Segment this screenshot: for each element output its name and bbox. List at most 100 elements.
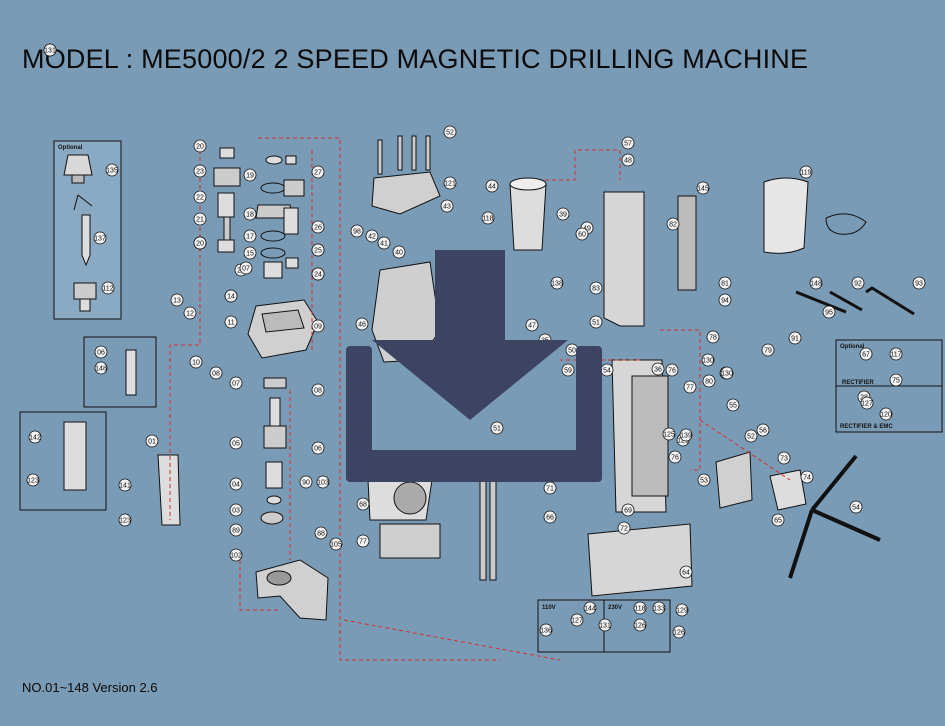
- callout-number: 73: [780, 455, 788, 462]
- callout-circle: [193, 190, 207, 204]
- callout-circle: [311, 220, 325, 234]
- callout-number: 123: [119, 517, 131, 524]
- download-icon[interactable]: [340, 240, 605, 485]
- callout-number: 60: [578, 231, 586, 238]
- callout-number: 26: [314, 224, 322, 231]
- callout-number: 95: [825, 309, 833, 316]
- drill-chuck-part: [63, 154, 93, 211]
- callout-number: 21: [196, 216, 204, 223]
- callout-circle: [105, 163, 119, 177]
- callout-number: 54: [852, 504, 860, 511]
- callout-number: 118: [482, 215, 493, 222]
- callout-number: 22: [196, 194, 204, 201]
- callout-number: 27: [314, 169, 322, 176]
- callout-number: 90: [302, 479, 310, 486]
- callout-circle: [621, 136, 635, 150]
- callout-number: 24: [314, 271, 322, 278]
- callout-circle: [239, 261, 253, 275]
- callout-circle: [525, 318, 539, 332]
- callout-number: 20: [196, 240, 204, 247]
- callout-number: 72: [620, 525, 628, 532]
- rectifier-emc-label: RECTIFIER & EMC: [840, 424, 893, 430]
- callout-circle: [299, 475, 313, 489]
- spindle-assembly: [260, 377, 287, 525]
- callout-number: 77: [686, 384, 694, 391]
- callout-number: 12: [186, 310, 194, 317]
- callout-number: 105: [330, 541, 342, 548]
- callout-circle: [94, 345, 108, 359]
- callout-circle: [443, 176, 457, 190]
- callout-circle: [355, 317, 369, 331]
- callout-circle: [800, 470, 814, 484]
- callout-circle: [145, 434, 159, 448]
- callout-circle: [583, 601, 597, 615]
- callout-number: 40: [395, 249, 403, 256]
- callout-number: 67: [862, 351, 870, 358]
- callout-circle: [706, 330, 720, 344]
- callout-circle: [377, 236, 391, 250]
- callout-circle: [860, 396, 874, 410]
- callout-number: 57: [624, 140, 632, 147]
- callout-number: 19: [246, 172, 254, 179]
- callout-circle: [224, 289, 238, 303]
- callout-circle: [43, 43, 57, 57]
- callout-number: 49: [583, 225, 591, 232]
- callout-circle: [679, 565, 693, 579]
- callout-number: 141: [119, 482, 131, 489]
- callout-number: 118: [634, 605, 645, 612]
- callout-circle: [392, 245, 406, 259]
- callout-number: 83: [592, 285, 600, 292]
- callout-number: 88: [317, 530, 325, 537]
- callout-number: 23: [196, 168, 204, 175]
- callout-number: 129: [676, 607, 688, 614]
- callout-circle: [720, 366, 734, 380]
- gear-stack-left: [213, 147, 241, 253]
- callout-number: 142: [29, 434, 41, 441]
- callout-circle: [756, 423, 770, 437]
- callout-circle: [314, 526, 328, 540]
- cable-part: [825, 213, 867, 235]
- callout-circle: [183, 306, 197, 320]
- callout-number: 138: [551, 280, 563, 287]
- callout-number: 82: [669, 221, 677, 228]
- callout-circle: [193, 236, 207, 250]
- callout-number: 11: [227, 319, 234, 326]
- callout-number: 51: [493, 425, 501, 432]
- callout-number: 127: [571, 617, 583, 624]
- callout-number: 59: [564, 367, 572, 374]
- motor-cap-part: [371, 135, 441, 215]
- callout-circle: [912, 276, 926, 290]
- callout-circle: [243, 246, 257, 260]
- callout-circle: [849, 500, 863, 514]
- callout-circle: [556, 207, 570, 221]
- callout-circle: [311, 165, 325, 179]
- callout-circle: [550, 276, 564, 290]
- callout-circle: [589, 315, 603, 329]
- column-detail-box: [83, 336, 157, 408]
- callout-number: 93: [915, 280, 923, 287]
- callout-circle: [575, 227, 589, 241]
- capacitor-part: [509, 177, 547, 251]
- callout-number: 94: [721, 297, 729, 304]
- callout-number: 50: [568, 347, 576, 354]
- callout-circle: [229, 376, 243, 390]
- callout-circle: [744, 429, 758, 443]
- callout-number: 91: [791, 335, 799, 342]
- callout-circle: [726, 398, 740, 412]
- callout-number: 42: [368, 233, 376, 240]
- callout-number: 136: [540, 627, 552, 634]
- callout-number: 48: [624, 157, 632, 164]
- callout-circle: [822, 305, 836, 319]
- callout-number: 56: [759, 427, 767, 434]
- callout-number: 121: [444, 180, 456, 187]
- callout-number: 08: [314, 387, 322, 394]
- callout-number: 103: [317, 479, 329, 486]
- callout-number: 52: [747, 433, 755, 440]
- callout-circle: [443, 125, 457, 139]
- callout-circle: [329, 537, 343, 551]
- callout-number: 39: [559, 211, 567, 218]
- callout-number: 121: [677, 437, 689, 444]
- callout-circle: [561, 363, 575, 377]
- callout-circle: [350, 224, 364, 238]
